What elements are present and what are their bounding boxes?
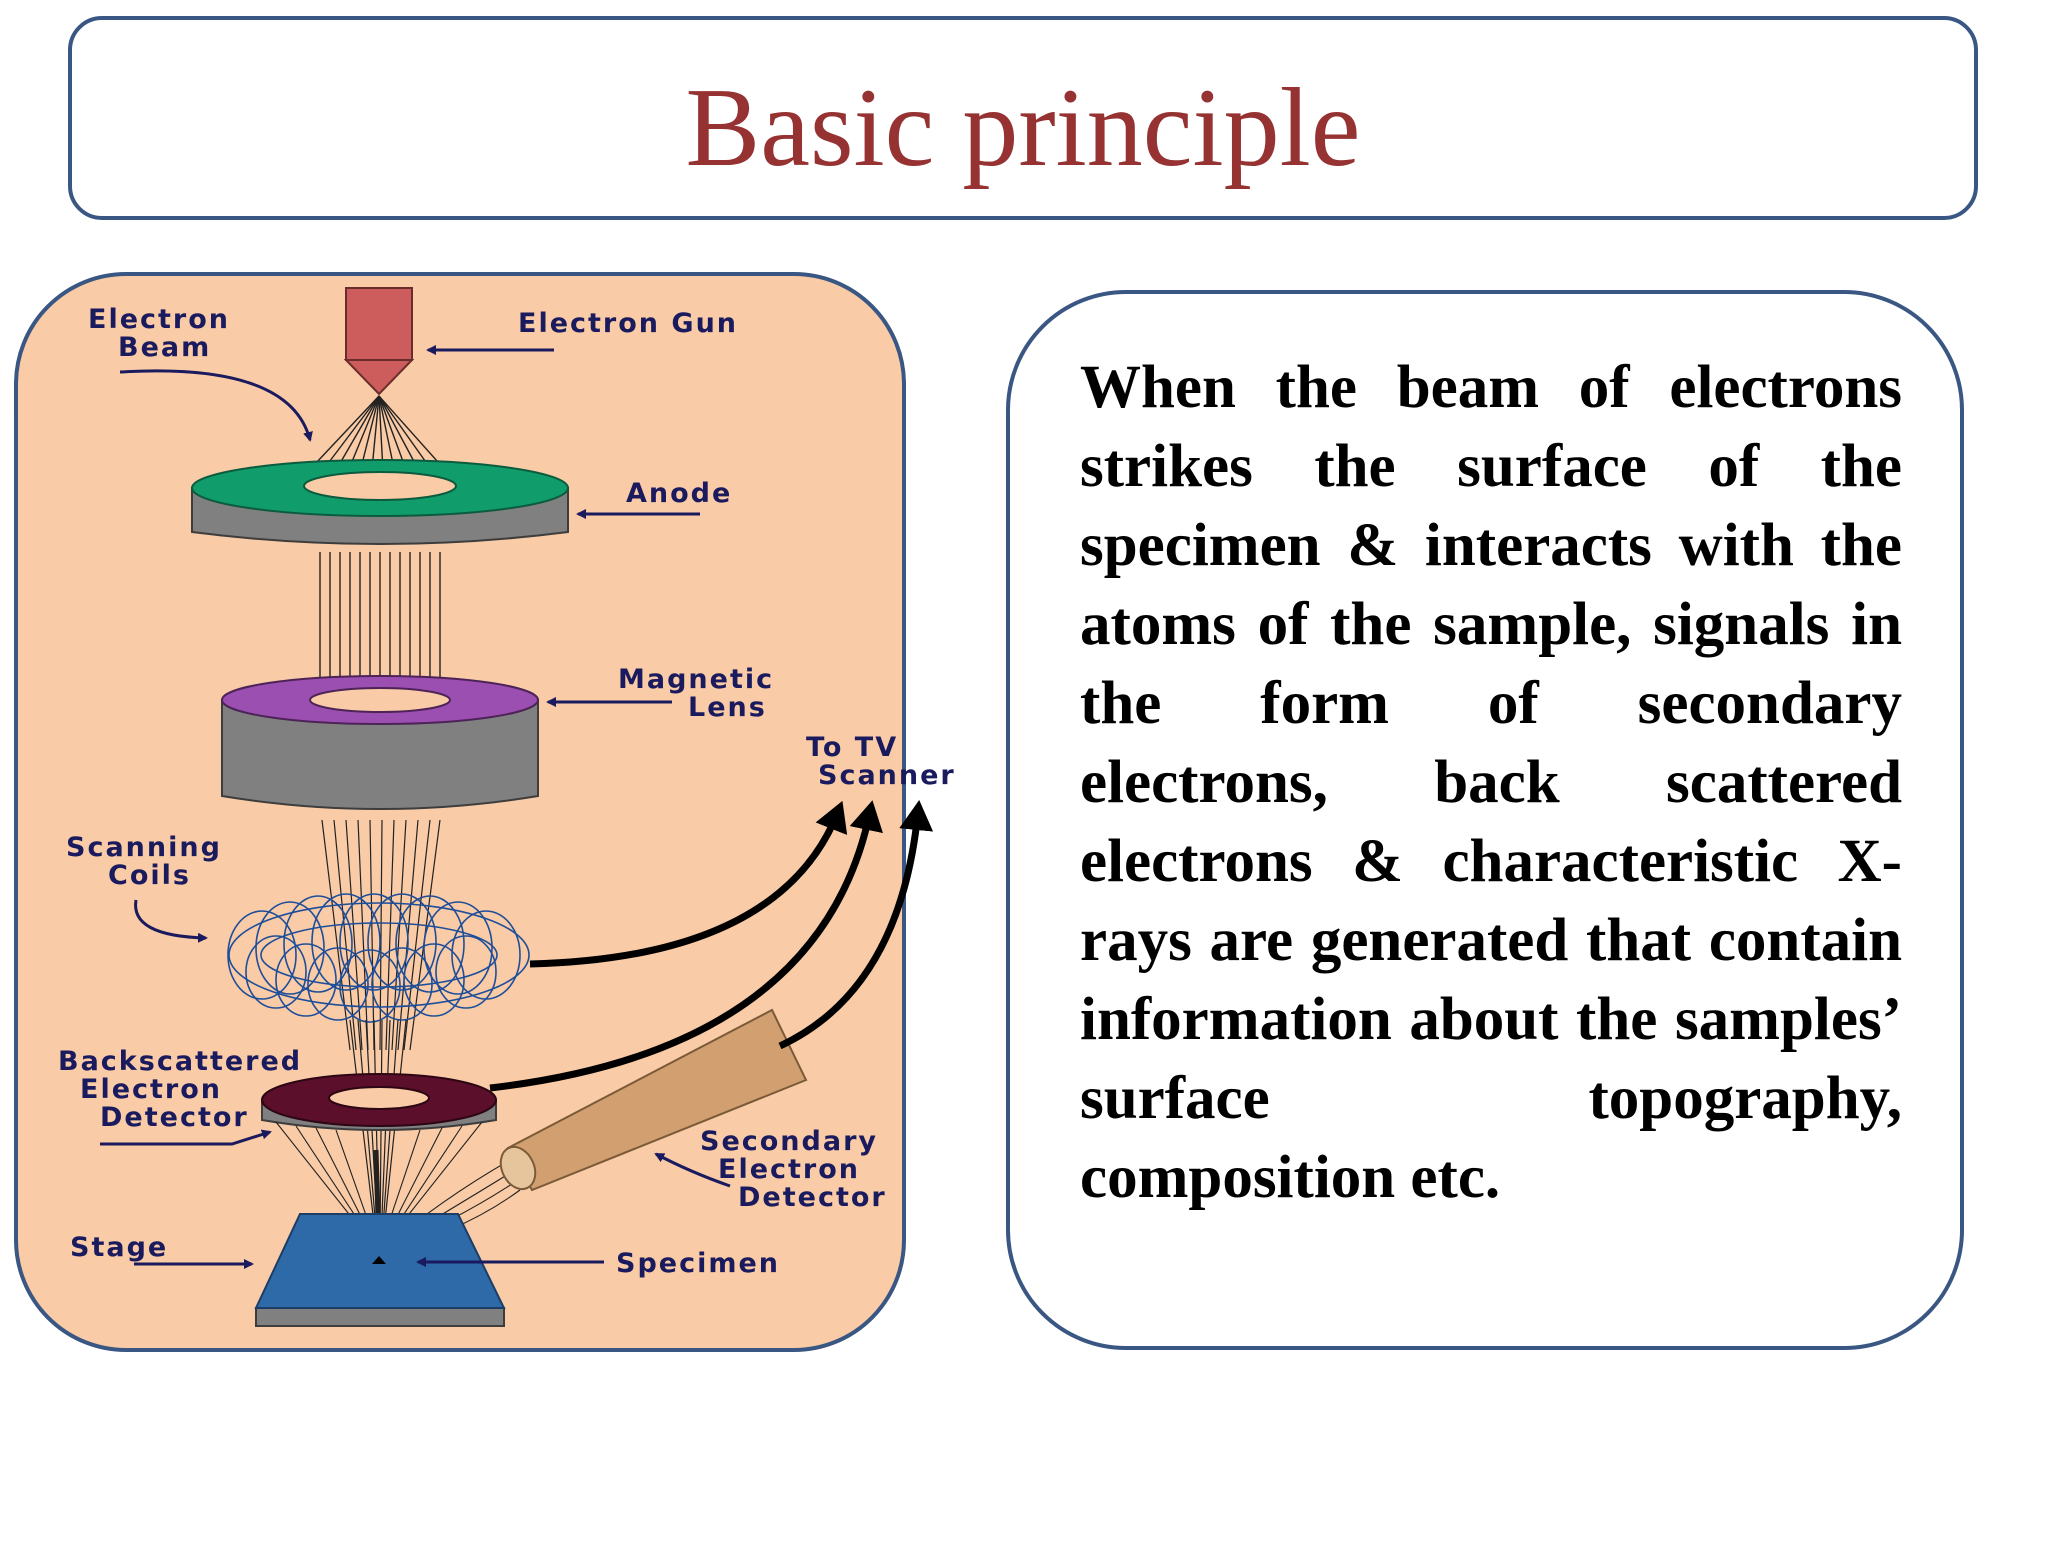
label-backscattered-3: Detector bbox=[100, 1102, 249, 1133]
label-arrows bbox=[100, 345, 731, 1269]
label-magnetic-lens-2: Lens bbox=[688, 692, 767, 723]
label-magnetic-lens-1: Magnetic bbox=[618, 664, 774, 695]
beam-converging bbox=[321, 819, 441, 1051]
scanning-coils bbox=[227, 893, 530, 1023]
description-text: When the beam of electrons strikes the s… bbox=[1080, 354, 1902, 1211]
beam-parallel bbox=[319, 552, 441, 700]
anode bbox=[191, 459, 569, 545]
label-stage: Stage bbox=[70, 1232, 168, 1263]
label-backscattered-1: Backscattered bbox=[58, 1046, 302, 1077]
specimen-mark bbox=[372, 1256, 386, 1264]
label-anode: Anode bbox=[626, 478, 732, 509]
label-to-tv-1: To TV bbox=[806, 732, 898, 763]
label-specimen: Specimen bbox=[616, 1248, 780, 1279]
description-box: When the beam of electrons strikes the s… bbox=[1006, 290, 1964, 1350]
label-secondary-1: Secondary bbox=[700, 1126, 878, 1157]
label-electron-beam-1: Electron bbox=[88, 304, 230, 335]
magnetic-lens bbox=[221, 675, 539, 810]
electron-gun bbox=[343, 287, 415, 396]
backscattered-detector bbox=[261, 1073, 497, 1131]
label-to-tv-2: Scanner bbox=[818, 760, 956, 791]
label-scanning-coils-2: Coils bbox=[108, 860, 191, 891]
secondary-detector bbox=[499, 1008, 808, 1192]
signal-arrows bbox=[489, 800, 934, 1092]
title-box: Basic principle bbox=[68, 16, 1978, 220]
stage bbox=[254, 1213, 506, 1327]
label-scanning-coils-1: Scanning bbox=[66, 832, 222, 863]
label-electron-beam-2: Beam bbox=[118, 332, 211, 363]
label-electron-gun: Electron Gun bbox=[518, 308, 738, 339]
slide-title: Basic principle bbox=[685, 66, 1361, 190]
label-secondary-2: Electron bbox=[718, 1154, 860, 1185]
label-secondary-3: Detector bbox=[738, 1182, 887, 1213]
label-backscattered-2: Electron bbox=[80, 1074, 222, 1105]
